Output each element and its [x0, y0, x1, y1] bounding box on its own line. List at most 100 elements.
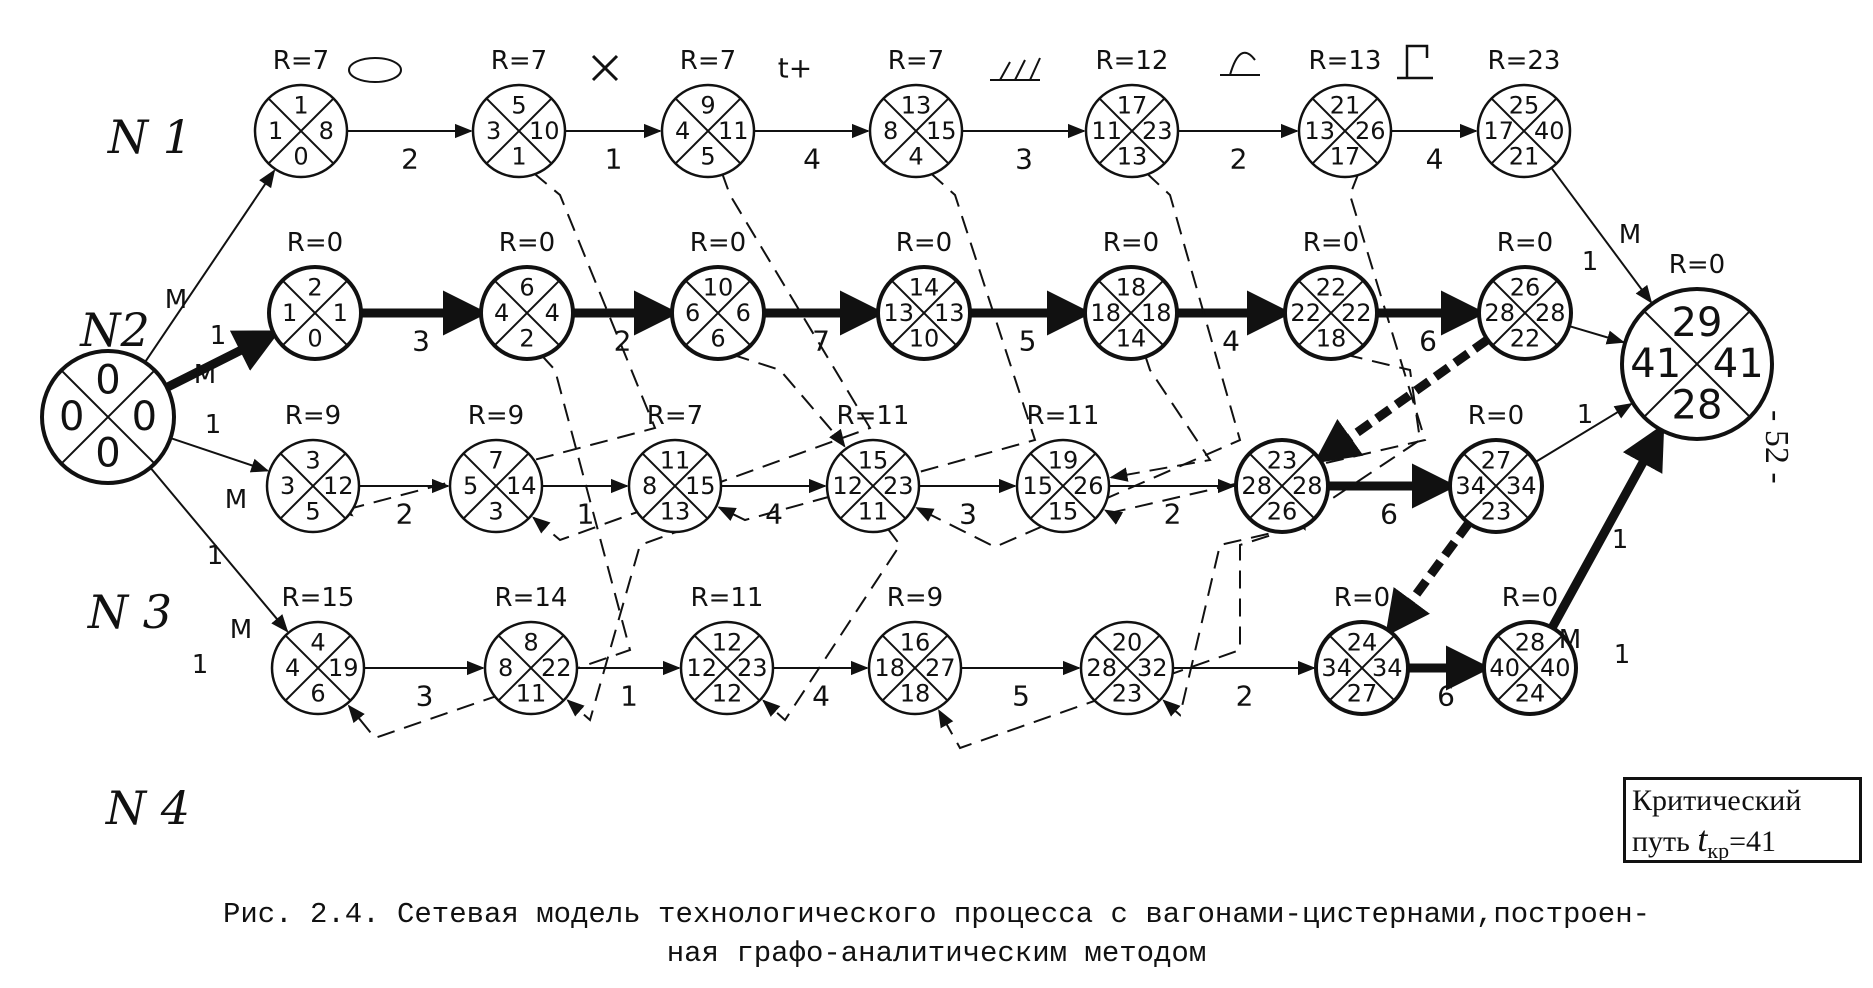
dashed-dependency	[1162, 526, 1297, 717]
arrow-start-d1	[149, 466, 289, 633]
node-early-start: 1	[268, 117, 283, 145]
duration-label: 4	[765, 498, 783, 531]
arrow-c7-end	[1534, 403, 1633, 463]
node-late-finish: 28	[1292, 472, 1323, 500]
dashed-dependency	[1103, 172, 1427, 525]
node-early-finish: 23	[1112, 679, 1143, 707]
node-early-start: 0	[59, 394, 84, 440]
duration-label: 4	[1426, 143, 1444, 176]
dashed-dependency	[717, 171, 1037, 522]
node-late-finish: 22	[1341, 299, 1372, 327]
node-number: 20	[1112, 629, 1143, 657]
node-number: 5	[511, 92, 526, 120]
duration-label: 1	[577, 498, 595, 531]
node-reserve: R=9	[285, 401, 341, 431]
critical-path-equals: =	[1729, 825, 1746, 858]
node-number: 6	[519, 274, 534, 302]
node-number: 15	[858, 447, 889, 475]
start-edge-label: 1	[205, 410, 222, 440]
node-early-finish: 10	[909, 324, 940, 352]
node-number: 28	[1515, 629, 1546, 657]
node-early-finish: 5	[700, 142, 715, 170]
critical-path-box: Критический путь tкр=41	[1623, 777, 1862, 863]
duration-label: 2	[1236, 680, 1254, 713]
temperature-icon: t+	[778, 52, 812, 85]
node-divider	[1462, 452, 1530, 520]
node-early-finish: 6	[710, 324, 725, 352]
node-early-finish: 23	[1481, 497, 1512, 525]
row-label-n2: N2	[79, 303, 150, 357]
node-number: 17	[1117, 92, 1148, 120]
node-early-finish: 11	[858, 497, 889, 525]
process-pictogram-icon	[1220, 51, 1260, 76]
node-late-finish: 18	[1141, 299, 1172, 327]
node-late-finish: 14	[506, 472, 537, 500]
node-number: 2	[307, 274, 322, 302]
node-reserve: R=7	[491, 46, 547, 76]
node-reserve: R=0	[1334, 583, 1390, 613]
duration-label: 4	[1222, 325, 1240, 358]
node-early-finish: 6	[310, 679, 325, 707]
start-edge-label: 1	[207, 541, 224, 571]
node-early-start: 5	[463, 472, 478, 500]
critical-path-prefix: путь	[1632, 825, 1690, 858]
node-early-finish: 21	[1509, 142, 1540, 170]
end-edge-label: M	[1559, 625, 1581, 655]
node-early-finish: 0	[307, 324, 322, 352]
wave-icon	[348, 57, 402, 83]
node-divider	[493, 279, 561, 347]
node-early-finish: 13	[660, 497, 691, 525]
node-early-finish: 3	[488, 497, 503, 525]
node-late-finish: 23	[883, 472, 914, 500]
process-pictogram-icon	[1397, 44, 1433, 80]
node-divider	[1029, 452, 1097, 520]
node-early-start: 8	[883, 117, 898, 145]
node-early-start: 6	[685, 299, 700, 327]
node-reserve: R=0	[690, 228, 746, 258]
node-divider	[1490, 97, 1558, 165]
node-late-finish: 26	[1355, 117, 1386, 145]
end-edge-label: 1	[1614, 640, 1631, 670]
dashed-dependency	[532, 172, 872, 542]
node-number: 19	[1048, 447, 1079, 475]
node-number: 16	[900, 629, 931, 657]
node-early-start: 17	[1483, 117, 1514, 145]
node-late-finish: 8	[319, 117, 334, 145]
node-early-finish: 0	[95, 430, 120, 476]
duration-label: 1	[605, 143, 623, 176]
node-divider	[497, 634, 565, 702]
node-early-start: 18	[874, 654, 905, 682]
node-reserve: R=0	[1103, 228, 1159, 258]
node-number: 23	[1267, 447, 1298, 475]
node-divider	[60, 369, 156, 465]
dashed-dependency	[347, 353, 632, 740]
node-early-start: 22	[1290, 299, 1321, 327]
duration-label: 6	[1437, 680, 1455, 713]
node-reserve: R=7	[647, 401, 703, 431]
duration-label: 2	[401, 143, 419, 176]
node-late-finish: 34	[1506, 472, 1537, 500]
node-late-finish: 23	[1142, 117, 1173, 145]
node-reserve: R=14	[495, 583, 568, 613]
node-late-finish: 41	[1713, 341, 1764, 387]
duration-label: 2	[1230, 143, 1248, 176]
node-late-finish: 0	[132, 394, 157, 440]
node-divider	[485, 97, 553, 165]
node-late-finish: 40	[1534, 117, 1565, 145]
node-early-finish: 5	[305, 497, 320, 525]
node-reserve: R=7	[888, 46, 944, 76]
node-early-finish: 28	[1672, 382, 1723, 428]
node-early-finish: 1	[511, 142, 526, 170]
arrow-start-c1	[170, 437, 270, 473]
node-early-finish: 27	[1347, 679, 1378, 707]
